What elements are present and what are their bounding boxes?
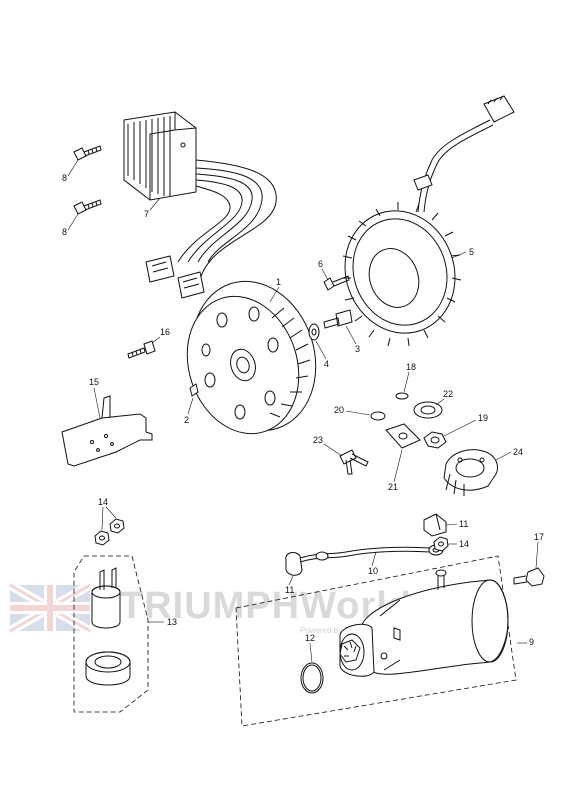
callout-15: 15 xyxy=(89,377,99,387)
o-ring-12 xyxy=(300,662,324,694)
stator xyxy=(342,95,515,347)
seal-22 xyxy=(413,401,443,419)
callout-2: 2 xyxy=(184,415,189,425)
bolt-8-lower xyxy=(73,199,102,215)
rotor xyxy=(186,280,317,435)
callout-1: 1 xyxy=(276,277,281,287)
callout-6: 6 xyxy=(318,259,323,269)
o-ring-20 xyxy=(370,411,386,421)
stud-23 xyxy=(339,449,369,475)
callout-21: 21 xyxy=(388,482,398,492)
callout-11-left: 11 xyxy=(285,585,294,595)
callout-12: 12 xyxy=(305,633,315,643)
callout-20: 20 xyxy=(334,405,344,415)
callout-3: 3 xyxy=(355,344,360,354)
callout-7: 7 xyxy=(144,209,149,219)
woodruff-key-2 xyxy=(189,383,199,397)
union-jack-watermark-icon xyxy=(7,581,93,635)
callout-22: 22 xyxy=(443,389,453,399)
relay-group-13 xyxy=(73,555,149,713)
rotor-bolt-3 xyxy=(323,309,353,329)
callout-24: 24 xyxy=(513,447,523,457)
nut-14-right xyxy=(433,536,449,552)
washer-4 xyxy=(308,323,320,341)
bolt-16 xyxy=(127,340,156,359)
callout-16: 16 xyxy=(160,327,170,337)
cable-end-11-right xyxy=(423,513,447,537)
stator-bolt-6 xyxy=(323,275,350,291)
starter-cable-10 xyxy=(285,544,444,576)
callout-5: 5 xyxy=(469,247,474,257)
starter-motor-group-9 xyxy=(235,555,517,727)
bolt-8-upper xyxy=(73,145,102,161)
callout-14-right: 14 xyxy=(459,539,469,549)
callout-19: 19 xyxy=(478,413,488,423)
o-ring-18 xyxy=(395,392,409,400)
bracket-15 xyxy=(61,395,153,467)
nut-19 xyxy=(423,431,447,449)
nuts-14-left xyxy=(94,518,125,546)
block-21 xyxy=(385,423,421,449)
callout-11-right: 11 xyxy=(459,519,468,529)
callout-23: 23 xyxy=(313,435,323,445)
callout-8-lower: 8 xyxy=(62,227,67,237)
callout-9: 9 xyxy=(529,637,534,647)
callout-17: 17 xyxy=(534,532,544,542)
callout-13: 13 xyxy=(167,617,177,627)
regulator-rectifier xyxy=(123,111,277,299)
callout-10: 10 xyxy=(368,566,378,576)
callout-8-upper: 8 xyxy=(62,173,67,183)
bolt-17 xyxy=(513,567,545,587)
callout-14-left: 14 xyxy=(98,497,108,507)
brush-holder-24 xyxy=(443,449,499,496)
callout-4: 4 xyxy=(324,359,329,369)
callout-18: 18 xyxy=(406,362,416,372)
